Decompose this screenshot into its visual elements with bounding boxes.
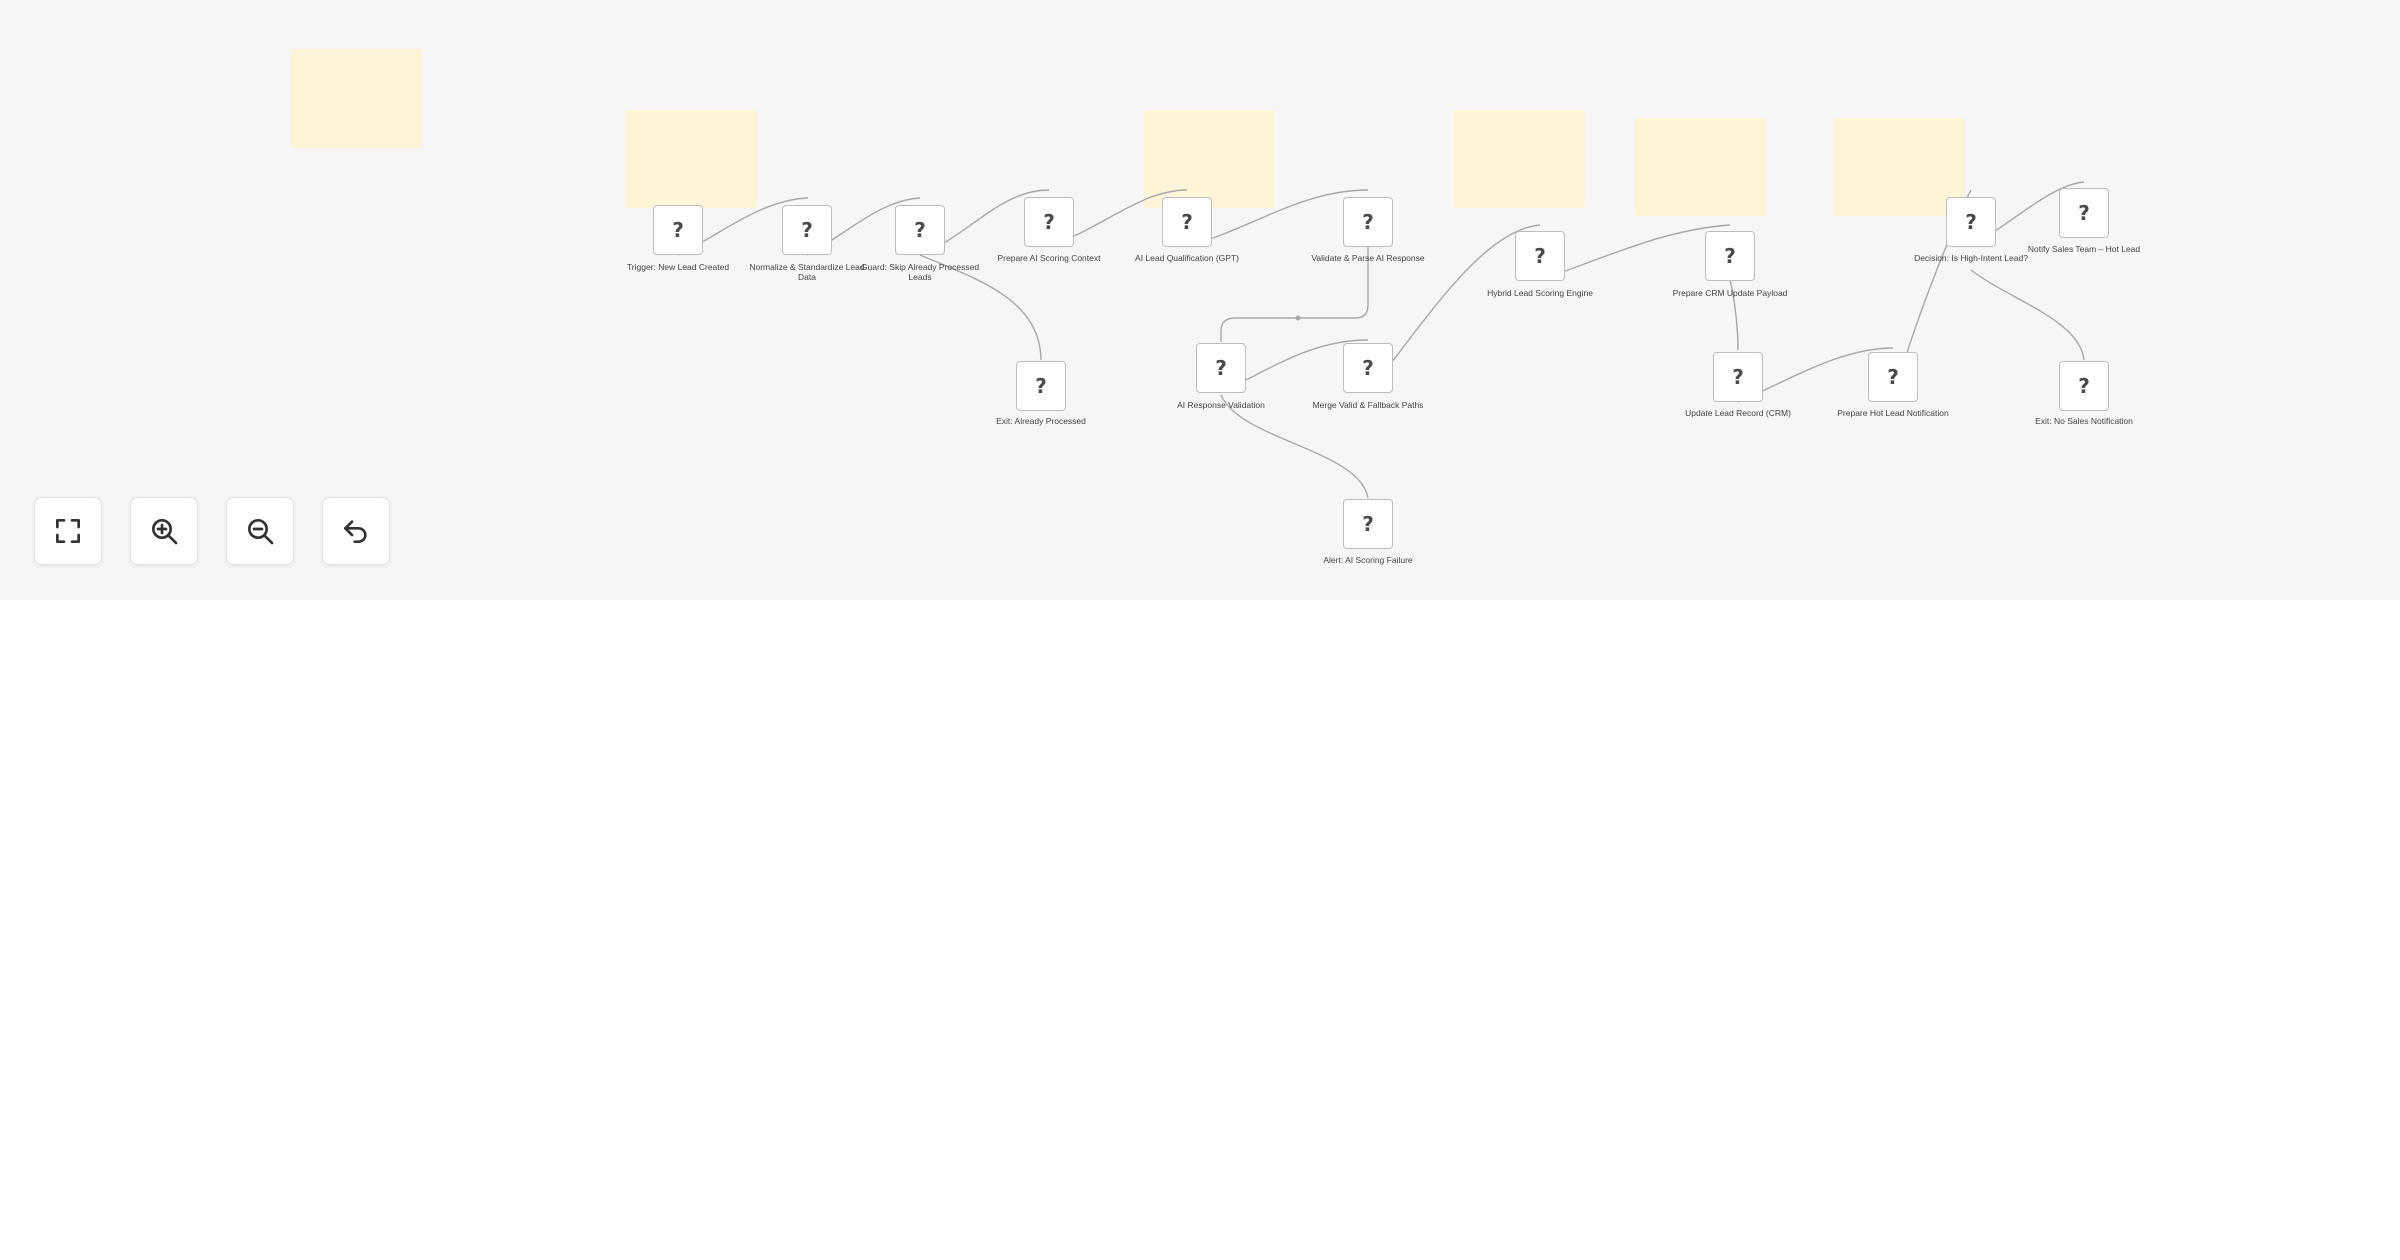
zoom-in-icon: [152, 519, 178, 545]
node-label: Update Lead Record (CRM): [1685, 408, 1791, 418]
workflow-node[interactable]: ?: [1343, 499, 1393, 549]
node-label: Merge Valid & Fallback Paths: [1312, 400, 1424, 410]
question-mark-icon: ?: [2078, 201, 2090, 225]
workflow-node[interactable]: ?: [653, 205, 703, 255]
workflow-node[interactable]: ?: [1343, 197, 1393, 247]
question-mark-icon: ?: [1724, 244, 1736, 268]
question-mark-icon: ?: [914, 218, 926, 242]
workflow-node[interactable]: ?: [1024, 197, 1074, 247]
reset-view-button[interactable]: [322, 497, 390, 565]
connection-edge: [1729, 279, 1739, 351]
workflow-node[interactable]: ?: [1162, 197, 1212, 247]
sticky-note[interactable]: [1144, 110, 1275, 208]
node-label: Prepare AI Scoring Context: [997, 253, 1101, 263]
zoom-in-button[interactable]: [130, 497, 198, 565]
connection-edge: [919, 254, 1042, 361]
question-mark-icon: ?: [1887, 365, 1899, 389]
question-mark-icon: ?: [1181, 210, 1193, 234]
sticky-note[interactable]: [1454, 110, 1585, 208]
workflow-node[interactable]: ?: [1868, 352, 1918, 402]
question-mark-icon: ?: [1965, 210, 1977, 234]
workflow-node[interactable]: ?: [1705, 231, 1755, 281]
node-label: AI Response Validation: [1177, 400, 1265, 410]
node-label: Notify Sales Team – Hot Lead: [2027, 244, 2141, 254]
sticky-note[interactable]: [626, 110, 757, 208]
connection-edge: [1220, 394, 1369, 499]
node-label: Prepare Hot Lead Notification: [1837, 408, 1949, 418]
workflow-node[interactable]: ?: [1515, 231, 1565, 281]
workflow-node[interactable]: ?: [1196, 343, 1246, 393]
connection-edge: [1186, 189, 1369, 247]
node-label: Exit: No Sales Notification: [2035, 416, 2133, 426]
node-label: Exit: Already Processed: [996, 416, 1086, 426]
node-label: Decision: Is High-Intent Lead?: [1914, 253, 2028, 263]
question-mark-icon: ?: [672, 218, 684, 242]
sticky-note[interactable]: [1834, 118, 1965, 216]
workflow-node[interactable]: ?: [1713, 352, 1763, 402]
node-label: Hybrid Lead Scoring Engine: [1487, 288, 1593, 298]
workflow-node[interactable]: ?: [2059, 188, 2109, 238]
question-mark-icon: ?: [1362, 512, 1374, 536]
question-mark-icon: ?: [1362, 356, 1374, 380]
node-label: Prepare CRM Update Payload: [1672, 288, 1788, 298]
zoom-out-icon: [248, 519, 274, 545]
sticky-note[interactable]: [1635, 118, 1766, 216]
workflow-canvas[interactable]: ? Trigger: New Lead Created ? Normalize …: [0, 0, 2400, 600]
node-label: AI Lead Qualification (GPT): [1135, 253, 1239, 263]
question-mark-icon: ?: [1732, 365, 1744, 389]
workflow-node[interactable]: ?: [1946, 197, 1996, 247]
workflow-node[interactable]: ?: [1016, 361, 1066, 411]
node-label: Normalize & Standardize Lead Data: [749, 262, 865, 282]
fit-view-button[interactable]: [34, 497, 102, 565]
question-mark-icon: ?: [1035, 374, 1047, 398]
node-label: Validate & Parse AI Response: [1311, 253, 1425, 263]
connection-edge: [1970, 269, 2085, 361]
question-mark-icon: ?: [1534, 244, 1546, 268]
workflow-node[interactable]: ?: [1343, 343, 1393, 393]
connection-edge: [1539, 224, 1731, 281]
sticky-note[interactable]: [291, 49, 422, 148]
node-label: Alert: AI Scoring Failure: [1323, 555, 1413, 565]
workflow-node[interactable]: ?: [2059, 361, 2109, 411]
question-mark-icon: ?: [1362, 210, 1374, 234]
question-mark-icon: ?: [1215, 356, 1227, 380]
workflow-node[interactable]: ?: [895, 205, 945, 255]
fullscreen-icon: [56, 519, 80, 543]
node-label: Guard: Skip Already Processed Leads: [860, 262, 980, 282]
question-mark-icon: ?: [1043, 210, 1055, 234]
workflow-node[interactable]: ?: [782, 205, 832, 255]
zoom-out-button[interactable]: [226, 497, 294, 565]
undo-icon: [344, 520, 367, 543]
node-label: Trigger: New Lead Created: [626, 262, 730, 272]
connection-edge: [1220, 246, 1369, 342]
question-mark-icon: ?: [2078, 374, 2090, 398]
question-mark-icon: ?: [801, 218, 813, 242]
